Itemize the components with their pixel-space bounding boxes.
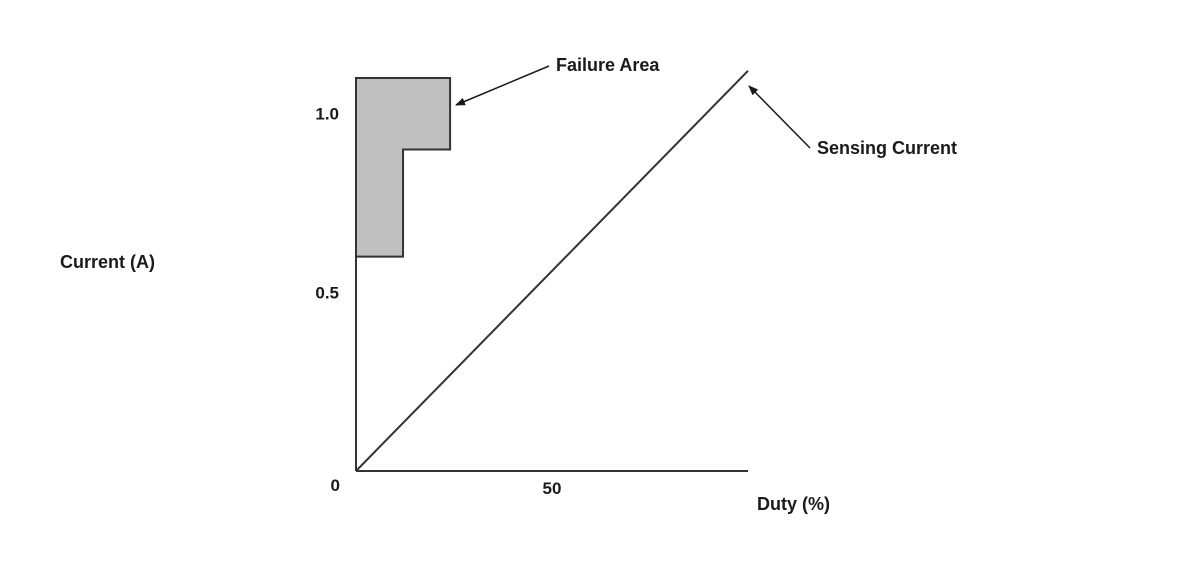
x-axis-label: Duty (%): [757, 494, 830, 514]
y-tick-label: 1.0: [315, 105, 339, 124]
failure-area-callout-arrow: [455, 65, 550, 106]
failure-area-region: [355, 77, 452, 258]
sensing-current-callout-label: Sensing Current: [817, 138, 957, 158]
sensing-current-callout-arrow: [748, 85, 811, 149]
sensing-current-line: [355, 70, 749, 472]
failure-area-callout-label: Failure Area: [556, 55, 660, 75]
y-axis-label: Current (A): [60, 252, 155, 272]
regions-layer: [355, 77, 452, 258]
origin-tick-label: 0: [331, 476, 340, 495]
series-layer: [355, 70, 749, 472]
ticks-layer: 0 50 0.5 1.0: [315, 105, 561, 498]
x-tick-label: 50: [543, 479, 562, 498]
y-tick-label: 0.5: [315, 283, 339, 302]
